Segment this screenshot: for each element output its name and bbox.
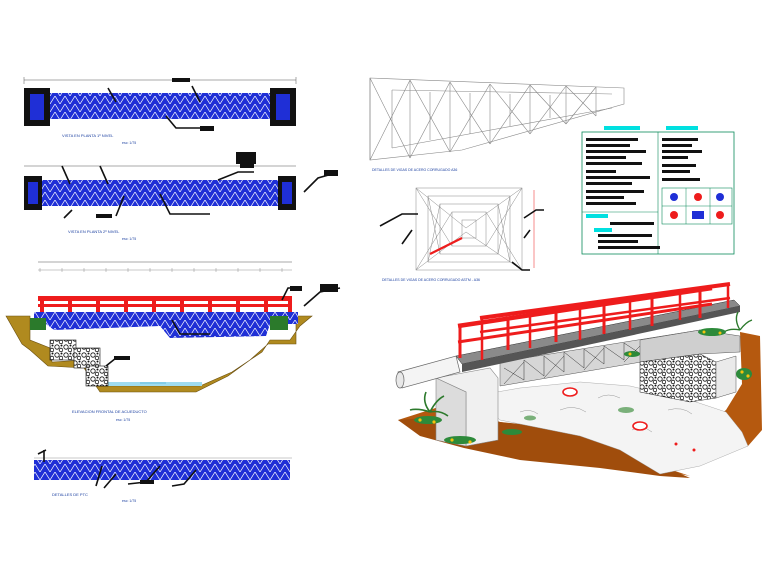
deck-elevation bbox=[34, 312, 298, 338]
truss-section: DETALLES DE VIGAS DE ACERO CORRUGADO AST… bbox=[379, 187, 544, 282]
railing-3d-front bbox=[457, 285, 713, 329]
vegetation bbox=[409, 311, 753, 444]
caption-detail: DETALLES DE PTC bbox=[52, 492, 88, 497]
scale-plan-2: esc: 1/75 bbox=[122, 237, 136, 241]
caption-elevation: ELEVACION FRONTAL DE ACUEDUCTO bbox=[72, 409, 147, 414]
scale-plan-1: esc: 1/75 bbox=[122, 141, 136, 145]
caption-plan-1: VISTA EN PLANTA 1º NIVEL bbox=[62, 133, 114, 138]
gabion-2 bbox=[73, 347, 101, 369]
water bbox=[108, 382, 202, 386]
riverbed bbox=[473, 381, 749, 475]
deck-detail bbox=[34, 460, 290, 480]
plan-view-level-1: VISTA EN PLANTA 1º NIVEL esc: 1/75 bbox=[23, 77, 297, 145]
gabion-1 bbox=[49, 339, 77, 361]
scale-detail: esc: 1/75 bbox=[122, 499, 136, 503]
legend-table bbox=[581, 126, 735, 255]
gabion-3 bbox=[85, 365, 109, 387]
front-elevation: ELEVACION FRONTAL DE ACUEDUCTO esc: 1/75 bbox=[5, 261, 341, 422]
ground-right bbox=[680, 332, 762, 456]
deck-plan-1 bbox=[28, 93, 292, 119]
deck-plan-2 bbox=[28, 180, 292, 206]
truss-perspective: DETALLES DE VIGAS DE ACERO CORRUGADO A36 bbox=[369, 77, 625, 172]
caption-section: DETALLES DE VIGAS DE ACERO CORRUGADO AST… bbox=[382, 278, 480, 282]
scale-elevation: esc: 1/75 bbox=[116, 418, 130, 422]
plan-view-level-2: VISTA EN PLANTA 2º NIVEL esc: 1/75 bbox=[24, 152, 338, 241]
caption-truss: DETALLES DE VIGAS DE ACERO CORRUGADO A36 bbox=[372, 168, 457, 172]
caption-plan-2: VISTA EN PLANTA 2º NIVEL bbox=[68, 229, 120, 234]
ptc-detail: DETALLES DE PTC esc: 1/75 bbox=[34, 449, 292, 503]
bridge-3d-view bbox=[395, 282, 762, 478]
railing-top bbox=[38, 296, 292, 301]
